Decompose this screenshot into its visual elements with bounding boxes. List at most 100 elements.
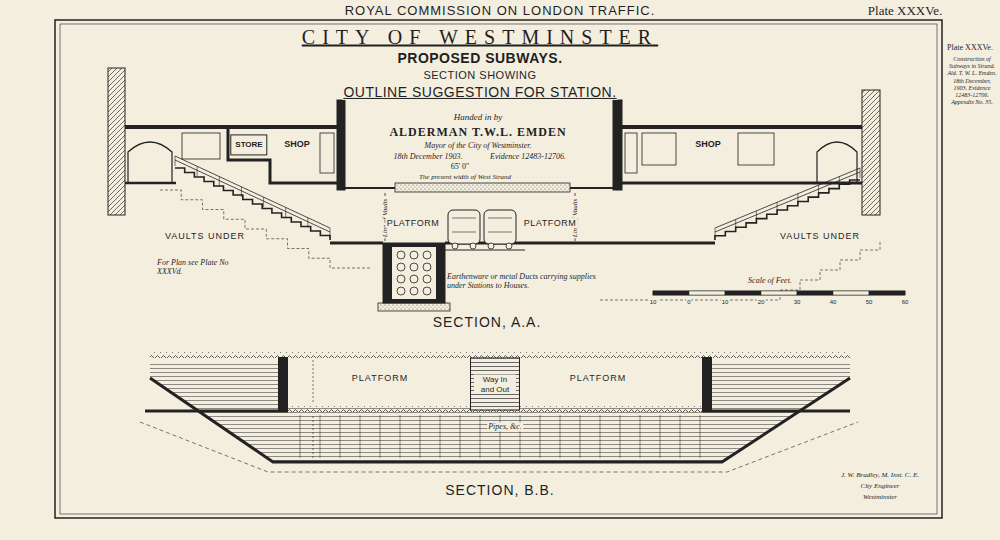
duct-pipe: [423, 263, 431, 271]
inner-frame: [60, 24, 937, 514]
platform-area: PLATFORM: [348, 373, 413, 389]
margin-note: Construction of Subways in Strand. Ald. …: [946, 56, 998, 106]
basement-floor: [228, 127, 345, 183]
room-label: STORE: [234, 140, 263, 149]
scale-number: 40: [829, 299, 838, 306]
scale-segment: [833, 291, 869, 295]
date-note: 18th December 1903.: [392, 152, 463, 161]
entrance-passage: Way In and Out: [470, 358, 520, 411]
road-slab: [395, 183, 570, 192]
duct-pipe: [397, 275, 405, 283]
duct-pipe: [410, 275, 418, 283]
duct-pipe: [423, 287, 431, 295]
end-wall: [278, 357, 288, 411]
section-title: SECTION, B.B.: [444, 482, 555, 498]
section-aa: [108, 68, 880, 311]
scale-segment: [797, 291, 833, 295]
party-wall: [108, 68, 125, 215]
presenter-office: Mayor of the City of Westminster.: [424, 141, 533, 150]
dimension: 65' 0": [450, 162, 471, 171]
room-label: PLATFORM: [386, 218, 440, 228]
scale-number: 30: [793, 299, 802, 306]
building-floor: [617, 125, 862, 129]
basement-floor: [125, 182, 176, 185]
rail: [440, 249, 525, 250]
duct-pipe: [410, 251, 418, 259]
duct-pipe: [423, 275, 431, 283]
scale-bar: [653, 291, 905, 295]
plan-reference: For Plan see Plate No XXXVd.: [156, 258, 236, 276]
wheels: [452, 243, 512, 249]
scale-segment: [689, 291, 725, 295]
duct-pipe: [410, 287, 418, 295]
engineer-signature: Westminster: [862, 493, 898, 501]
room-label: PLATFORM: [569, 373, 627, 383]
duct-note: Earthenware or metal Ducts carrying supp…: [446, 272, 598, 290]
scale-segment: [761, 291, 797, 295]
room-label: SHOP: [283, 139, 311, 149]
window: [642, 133, 676, 165]
wheel: [470, 243, 476, 249]
scale-number: 10: [721, 299, 730, 306]
handrail: [715, 168, 860, 232]
window: [320, 133, 334, 173]
wheel: [506, 243, 512, 249]
duct-pipe: [423, 251, 431, 259]
sheet-frame: [55, 20, 942, 518]
train-car: [448, 210, 480, 244]
building-floor: [125, 125, 341, 129]
section-title: SECTION, A.A.: [432, 314, 543, 330]
plate-number: Plate XXXVe.: [946, 43, 994, 52]
end-wall: [702, 357, 712, 411]
pipe-supports: [300, 415, 700, 458]
scale-segment: [653, 291, 689, 295]
room-label: PLATFORM: [523, 218, 577, 228]
window: [738, 133, 774, 165]
room-label: SHOP: [694, 139, 722, 149]
wheel: [452, 243, 458, 249]
engineer-signature: City Engineer: [859, 482, 900, 490]
engineer-signature: J. W. Bradley, M. Inst. C. E.: [840, 471, 920, 479]
plate-number: Plate XXXVe.: [867, 4, 943, 19]
subtitle: OUTLINE SUGGESTION FOR STATION.: [342, 84, 617, 100]
arch-door: [817, 142, 857, 183]
duct-chamber: [383, 243, 445, 303]
handrail: [175, 156, 330, 232]
pipe-support: [300, 415, 700, 458]
stairs: [160, 156, 880, 300]
excavation-line: [140, 422, 858, 472]
evidence-note: Evidence 12483-12706.: [489, 152, 567, 161]
subtitle: SECTION SHOWING: [422, 69, 537, 82]
vault-outline: [160, 190, 370, 268]
train-detail: [452, 218, 512, 232]
scale-number: 60: [901, 299, 910, 306]
scale-number: 50: [865, 299, 874, 306]
scale-number: 10: [649, 299, 658, 306]
scale-title: Scale of Feet.: [747, 276, 793, 285]
sheet-title: CITY OF WESTMINSTER: [301, 26, 659, 49]
window: [182, 133, 220, 159]
presenter-name: ALDERMAN T.W.L. EMDEN: [388, 126, 567, 140]
vault-outline: [600, 240, 880, 300]
room-label: Way In and Out: [474, 375, 516, 393]
platform-area: PLATFORM: [383, 218, 444, 234]
window: [625, 133, 637, 173]
subtitle: PROPOSED SUBWAYS.: [396, 50, 563, 66]
duct-pipe: [397, 287, 405, 295]
store-room: STORE: [230, 134, 267, 155]
duct-pipe: [397, 263, 405, 271]
wheel: [488, 243, 494, 249]
handed-in-note: Handed in by: [453, 112, 504, 122]
vault-label: VAULTS UNDER: [779, 231, 861, 241]
foundation: [378, 303, 450, 311]
balusters: [175, 156, 860, 238]
section-bb: [140, 352, 858, 472]
arch-door: [128, 142, 172, 183]
platform-area: PLATFORM: [520, 218, 581, 234]
scale-outline: [653, 291, 905, 295]
duct-chamber-inside: [392, 247, 436, 299]
outer-frame: [55, 20, 942, 518]
shop-room: SHOP: [280, 139, 314, 155]
duct-pipe: [397, 251, 405, 259]
party-wall: [862, 90, 880, 215]
